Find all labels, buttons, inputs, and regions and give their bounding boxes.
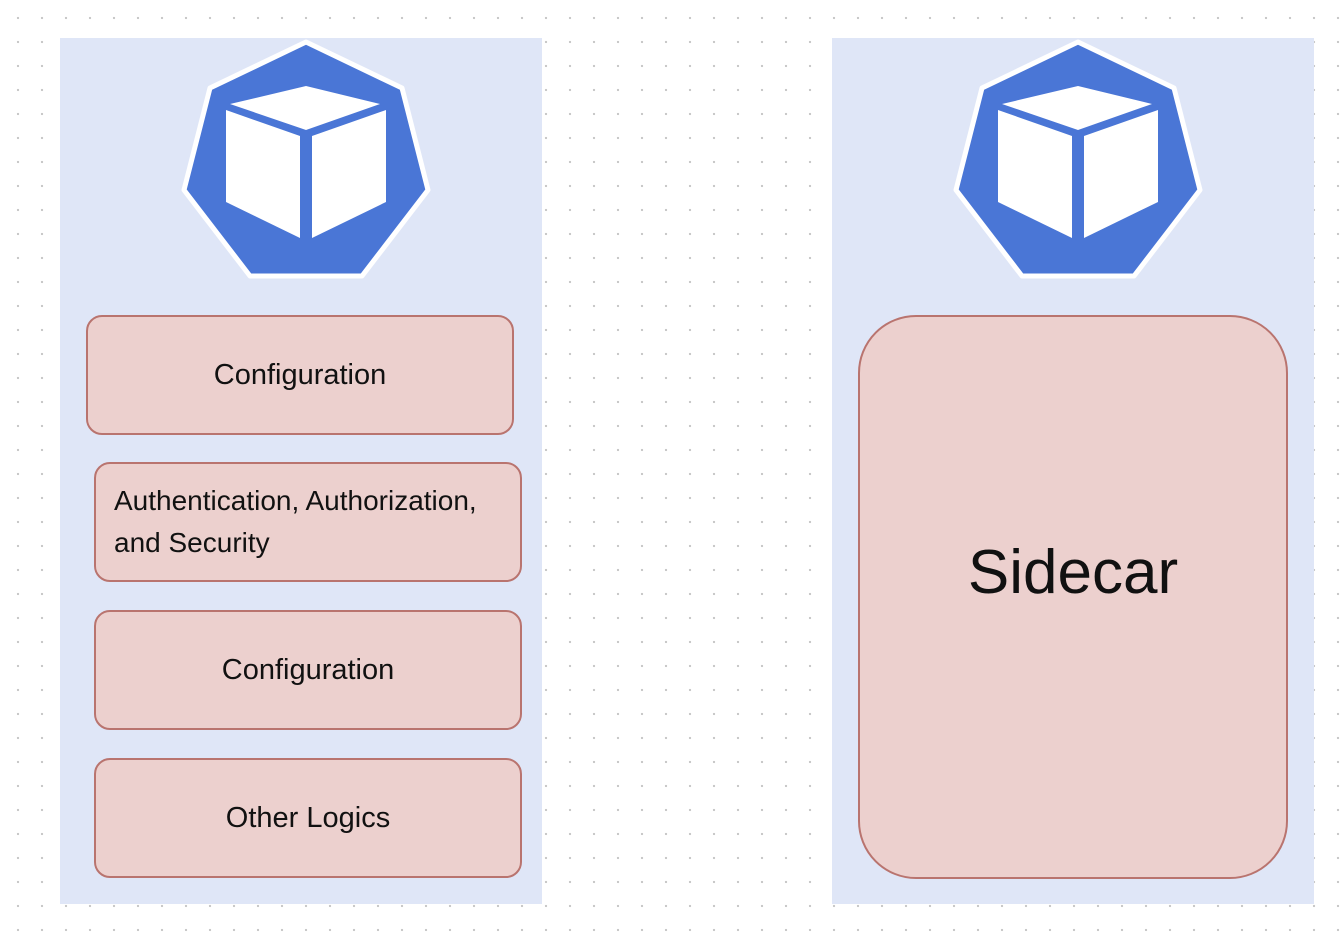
other-logics-label: Other Logics	[225, 801, 391, 834]
configuration-box: Configuration	[86, 315, 514, 435]
auth-security-label: Authentication, Authorization, and Secur…	[114, 485, 477, 558]
sidecar-box: Sidecar	[858, 315, 1288, 879]
configuration-label: Configuration	[213, 358, 387, 391]
auth-security-box: Authentication, Authorization, and Secur…	[94, 462, 522, 582]
kubernetes-cube-icon	[953, 39, 1203, 279]
pod-panel-left: Configuration Authentication, Authorizat…	[60, 38, 542, 904]
other-logics-box: Other Logics	[94, 758, 522, 878]
sidecar-label: Sidecar	[967, 537, 1179, 607]
configuration-box-2: Configuration	[94, 610, 522, 730]
pod-panel-right: Sidecar	[832, 38, 1314, 904]
kubernetes-cube-icon	[181, 39, 431, 279]
configuration-label-2: Configuration	[221, 653, 395, 686]
